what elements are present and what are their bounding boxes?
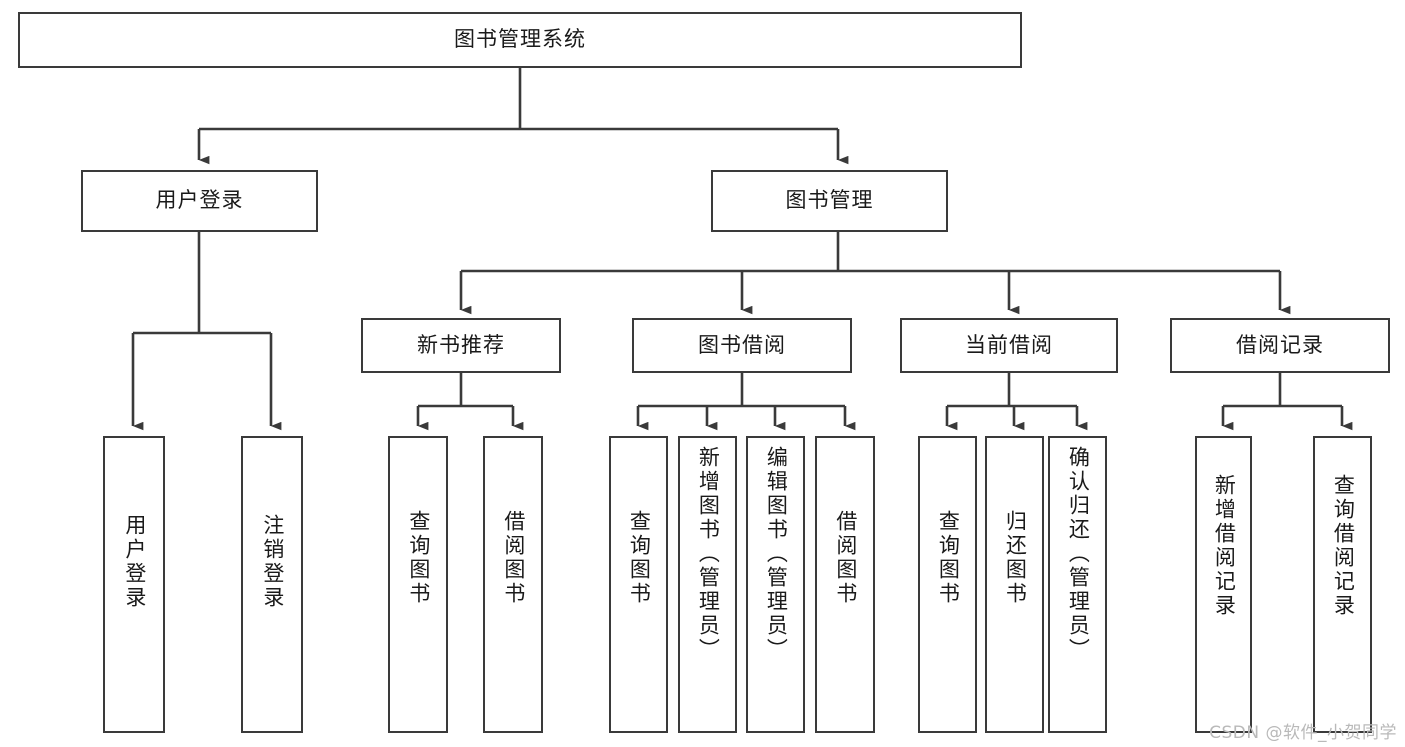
node-label: 借阅图书 xyxy=(833,510,858,606)
leaf-return-book[interactable]: 归还图书 xyxy=(985,436,1044,733)
leaf-logout-login[interactable]: 注销登录 xyxy=(241,436,303,733)
node-label: 借阅记录 xyxy=(1236,332,1324,357)
leaf-add-borrow-record[interactable]: 新增借阅记录 xyxy=(1195,436,1252,733)
node-label: 当前借阅 xyxy=(965,332,1053,357)
leaf-query-borrow-record[interactable]: 查询借阅记录 xyxy=(1313,436,1372,733)
node-current-borrow[interactable]: 当前借阅 xyxy=(900,318,1118,373)
node-book-management[interactable]: 图书管理 xyxy=(711,170,948,232)
node-new-book-recommend[interactable]: 新书推荐 xyxy=(361,318,561,373)
node-label: 新增图书（管理员） xyxy=(696,446,721,662)
node-book-management-system[interactable]: 图书管理系统 xyxy=(18,12,1022,68)
leaf-user-login[interactable]: 用户登录 xyxy=(103,436,165,733)
node-label: 借阅图书 xyxy=(501,510,526,606)
node-label: 图书借阅 xyxy=(698,332,786,357)
node-label: 图书管理系统 xyxy=(454,27,586,52)
leaf-borrow-book[interactable]: 借阅图书 xyxy=(815,436,875,733)
node-label: 查询图书 xyxy=(627,510,652,606)
node-label: 新增借阅记录 xyxy=(1212,474,1237,618)
leaf-borrow-book-recommend[interactable]: 借阅图书 xyxy=(483,436,543,733)
node-user-login[interactable]: 用户登录 xyxy=(81,170,318,232)
node-label: 注销登录 xyxy=(260,514,285,610)
node-label: 新书推荐 xyxy=(417,332,505,357)
leaf-query-book-recommend[interactable]: 查询图书 xyxy=(388,436,448,733)
leaf-edit-book[interactable]: 编辑图书（管理员） xyxy=(746,436,805,733)
node-label: 查询图书 xyxy=(936,510,961,606)
watermark-text: CSDN @软件_小贺同学 xyxy=(1209,723,1397,743)
node-label: 归还图书 xyxy=(1003,510,1028,606)
leaf-query-book-borrow[interactable]: 查询图书 xyxy=(609,436,668,733)
leaf-confirm-return[interactable]: 确认归还（管理员） xyxy=(1048,436,1107,733)
node-label: 编辑图书（管理员） xyxy=(764,446,789,662)
node-book-borrow[interactable]: 图书借阅 xyxy=(632,318,852,373)
node-borrow-record[interactable]: 借阅记录 xyxy=(1170,318,1390,373)
node-label: 确认归还（管理员） xyxy=(1066,446,1091,662)
leaf-query-book-current[interactable]: 查询图书 xyxy=(918,436,977,733)
node-label: 用户登录 xyxy=(122,514,147,610)
leaf-add-book[interactable]: 新增图书（管理员） xyxy=(678,436,737,733)
node-label: 用户登录 xyxy=(155,188,244,213)
node-label: 查询借阅记录 xyxy=(1331,474,1356,618)
node-label: 图书管理 xyxy=(785,188,874,213)
node-label: 查询图书 xyxy=(406,510,431,606)
